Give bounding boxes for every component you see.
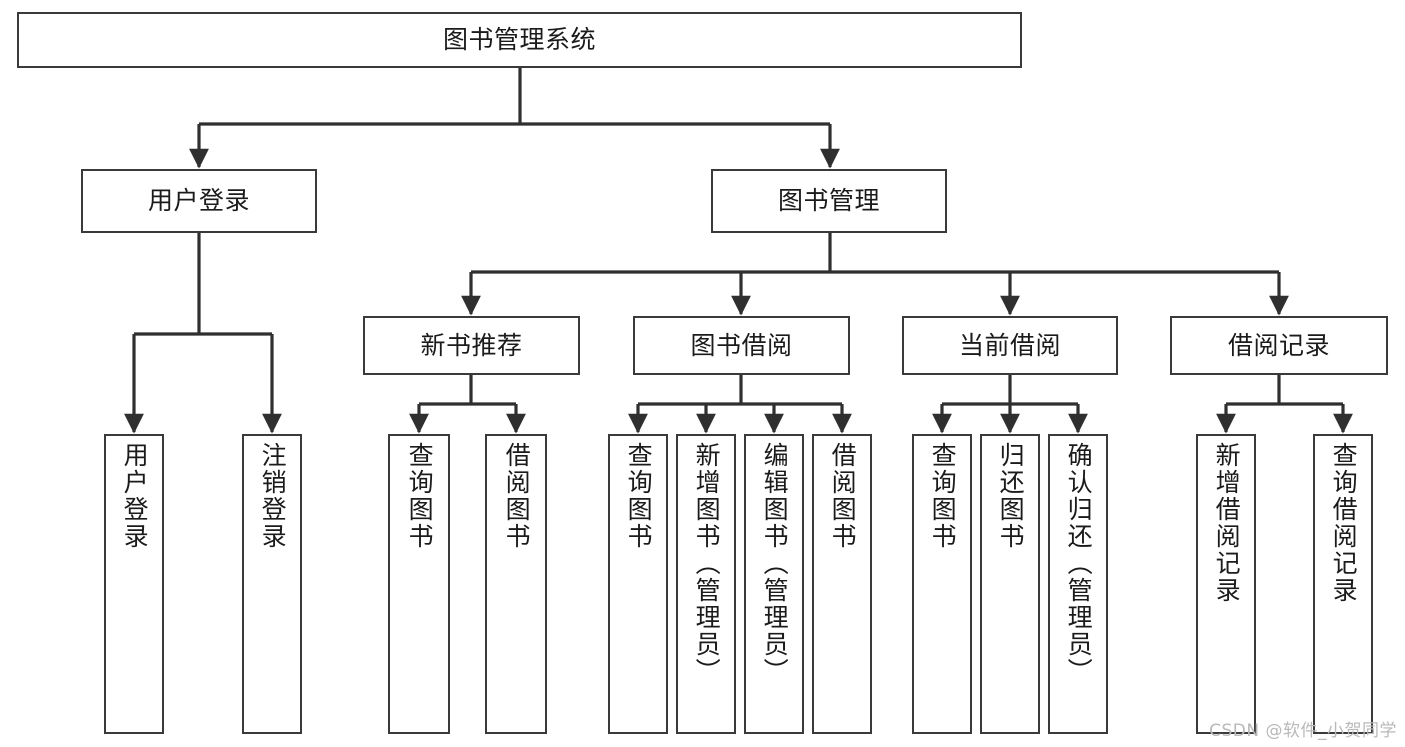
node-leaf-add-book[interactable]: 新增图书（管理员）: [676, 434, 736, 734]
node-leaf-borrow-book-2-label: 借阅图书: [828, 442, 858, 550]
node-leaf-borrow-book-1[interactable]: 借阅图书: [485, 434, 547, 734]
node-user-login[interactable]: 用户登录: [81, 169, 317, 233]
node-current-borrow-label: 当前借阅: [958, 330, 1061, 360]
node-leaf-borrow-book-1-label: 借阅图书: [502, 442, 532, 550]
node-leaf-query-book-1[interactable]: 查询图书: [388, 434, 450, 734]
node-new-book-recommend[interactable]: 新书推荐: [363, 316, 580, 375]
node-leaf-query-book-1-label: 查询图书: [405, 442, 435, 550]
node-leaf-user-login-label: 用户登录: [120, 442, 150, 550]
node-new-book-recommend-label: 新书推荐: [420, 330, 523, 360]
node-leaf-query-book-2[interactable]: 查询图书: [608, 434, 668, 734]
node-leaf-edit-book-label: 编辑图书（管理员）: [760, 442, 790, 685]
node-leaf-return-book-label: 归还图书: [996, 442, 1026, 550]
node-root[interactable]: 图书管理系统: [17, 12, 1022, 68]
node-leaf-query-book-2-label: 查询图书: [624, 442, 654, 550]
node-leaf-query-borrow-record-label: 查询借阅记录: [1329, 442, 1359, 604]
node-leaf-add-borrow-record-label: 新增借阅记录: [1212, 442, 1242, 604]
node-leaf-query-borrow-record[interactable]: 查询借阅记录: [1313, 434, 1373, 734]
node-leaf-confirm-return-label: 确认归还（管理员）: [1064, 442, 1094, 685]
node-borrow-record-label: 借阅记录: [1227, 330, 1330, 360]
node-root-label: 图书管理系统: [442, 25, 596, 55]
node-leaf-return-book[interactable]: 归还图书: [980, 434, 1040, 734]
node-leaf-query-book-3-label: 查询图书: [928, 442, 958, 550]
node-borrow-record[interactable]: 借阅记录: [1170, 316, 1388, 375]
node-user-login-label: 用户登录: [147, 186, 250, 216]
watermark: CSDN @软件_小贺同学: [1209, 721, 1397, 741]
node-leaf-logout-login-label: 注销登录: [258, 442, 288, 550]
node-book-management[interactable]: 图书管理: [711, 169, 947, 233]
node-leaf-query-book-3[interactable]: 查询图书: [912, 434, 972, 734]
node-leaf-user-login[interactable]: 用户登录: [104, 434, 164, 734]
node-book-management-label: 图书管理: [777, 186, 880, 216]
node-leaf-add-borrow-record[interactable]: 新增借阅记录: [1196, 434, 1256, 734]
node-leaf-confirm-return[interactable]: 确认归还（管理员）: [1048, 434, 1108, 734]
node-leaf-edit-book[interactable]: 编辑图书（管理员）: [744, 434, 804, 734]
node-book-borrow-label: 图书借阅: [690, 330, 793, 360]
node-book-borrow[interactable]: 图书借阅: [633, 316, 850, 375]
node-current-borrow[interactable]: 当前借阅: [902, 316, 1118, 375]
node-leaf-borrow-book-2[interactable]: 借阅图书: [812, 434, 872, 734]
node-leaf-add-book-label: 新增图书（管理员）: [692, 442, 722, 685]
node-leaf-logout-login[interactable]: 注销登录: [242, 434, 302, 734]
